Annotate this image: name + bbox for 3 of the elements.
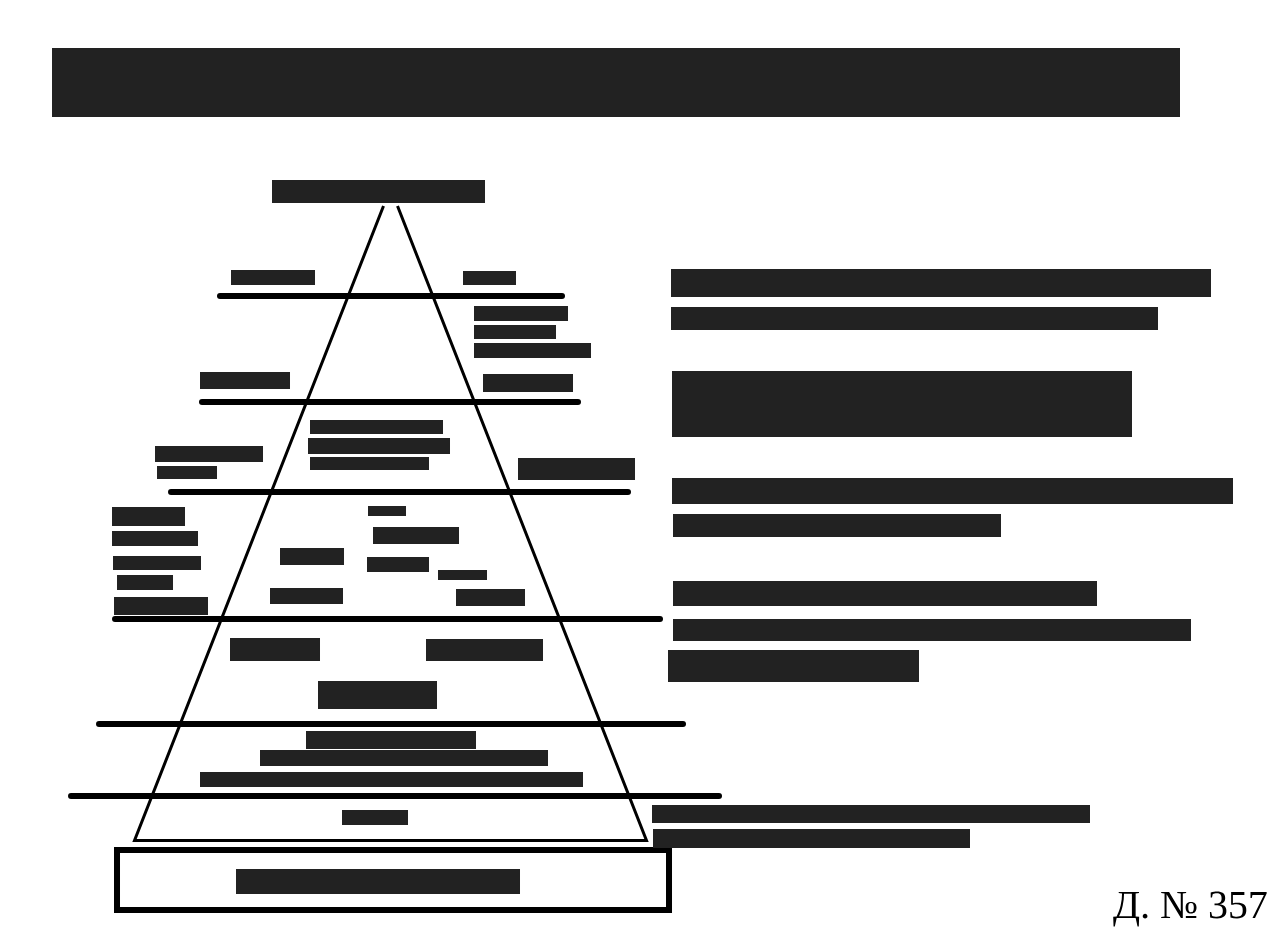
document-number: Д. № 357	[1113, 891, 1267, 927]
pyramid	[132, 205, 649, 842]
frame-box	[114, 847, 672, 913]
